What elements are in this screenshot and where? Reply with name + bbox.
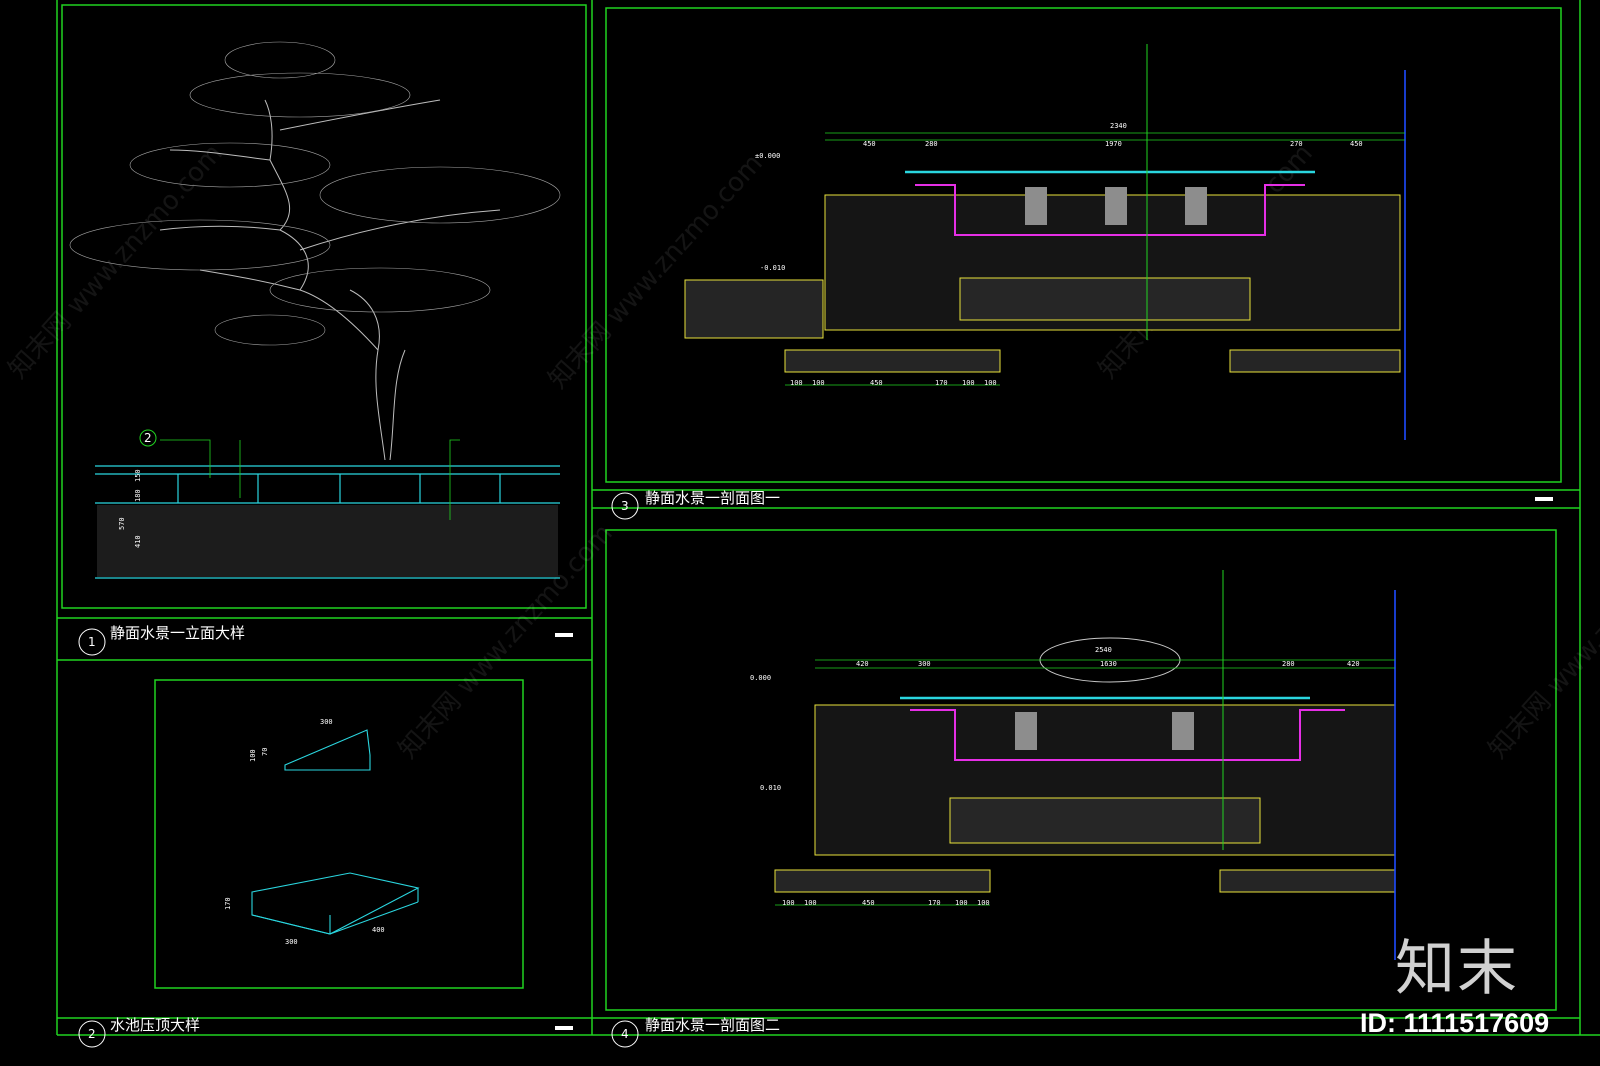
section-two: 2540 420 300 1630 280 420 0.000 0.010 10… [750, 570, 1396, 960]
watermark-text: 知末网 www.znzmo.com [1483, 518, 1600, 764]
scale-bar [1535, 497, 1553, 501]
coping-detail [251, 729, 420, 935]
section-two-top-dims: 420 300 1630 280 420 [856, 660, 1360, 668]
dim-label: 100 [962, 379, 975, 387]
dim-label: 180 [134, 489, 142, 502]
elevation-dimensions: 150 180 570 410 [118, 469, 142, 548]
dim-label: 1630 [1100, 660, 1117, 668]
footing-left [784, 349, 1001, 373]
image-id-label: ID: 1111517609 [1360, 1008, 1550, 1038]
gravel-base-left [684, 279, 824, 339]
dim-label: 450 [863, 140, 876, 148]
scale-bar [555, 1026, 573, 1030]
dim-label: 100 [977, 899, 990, 907]
dim-label: 100 [782, 899, 795, 907]
elevation-leaders [160, 439, 460, 520]
overall-dim: 2540 [1095, 646, 1112, 654]
dim-label: 100 [955, 899, 968, 907]
dim-label: 100 [804, 899, 817, 907]
sheet-frame [56, 0, 1600, 1036]
dim-label: 100 [790, 379, 803, 387]
hatched-base [959, 277, 1251, 321]
section-one-top-dims: 450 280 1970 270 450 [863, 140, 1363, 148]
dim-label: 100 [984, 379, 997, 387]
panel-number: 4 [621, 1027, 629, 1041]
concrete-hatch [97, 505, 558, 577]
elevation-drawing: 2 150 180 570 410 [69, 41, 561, 579]
dim-label: 170 [928, 899, 941, 907]
dim-label: 270 [1290, 140, 1303, 148]
footing-right [1219, 869, 1396, 893]
dim-label: 1970 [1105, 140, 1122, 148]
dim-label: 280 [1282, 660, 1295, 668]
dim-label: 570 [118, 517, 126, 530]
dim-label: 450 [1350, 140, 1363, 148]
dim-label: 300 [918, 660, 931, 668]
section-two-bottom-dims: 100 100 450 170 100 100 [782, 899, 990, 907]
dim-label: 410 [134, 535, 142, 548]
dim-label: 420 [1347, 660, 1360, 668]
pool-elevation [95, 465, 560, 579]
coping-dimensions: 300 100 70 170 300 400 [224, 718, 385, 946]
panel-number: 1 [88, 635, 96, 649]
panel-title: 静面水景一剖面图一 [645, 489, 780, 507]
lamp-fixtures [1025, 187, 1207, 225]
dim-label: 170 [935, 379, 948, 387]
panel-number: 3 [621, 499, 629, 513]
panel-title-2: 2 水池压顶大样 [78, 1016, 573, 1048]
panel-title: 静面水景一立面大样 [110, 624, 245, 642]
section-one-bottom-dims: 100 100 450 170 100 100 [790, 379, 997, 387]
panel-title: 水池压顶大样 [110, 1016, 200, 1034]
scale-bar [555, 633, 573, 637]
dim-label: 150 [134, 469, 142, 482]
level-top: 0.000 [750, 674, 771, 682]
detail-marker [139, 429, 157, 447]
dim-label: 450 [862, 899, 875, 907]
section-one: 2340 450 280 1970 270 450 ±0.000 -0.010 … [684, 44, 1406, 440]
detail-marker-number: 2 [144, 431, 152, 445]
dim-label: 280 [925, 140, 938, 148]
footing-left [774, 869, 991, 893]
lamp-fixtures [1015, 712, 1194, 750]
overall-dim: 2340 [1110, 122, 1127, 130]
dim-label: 70 [261, 748, 269, 756]
level-bottom: 0.010 [760, 784, 781, 792]
dim-label: 300 [320, 718, 333, 726]
dim-label: 300 [285, 938, 298, 946]
dim-label: 170 [224, 897, 232, 910]
panel-title: 静面水景一剖面图二 [645, 1016, 780, 1034]
pool-liner [910, 709, 1345, 761]
pool-liner [915, 184, 1305, 236]
dim-label: 100 [812, 379, 825, 387]
level-top: ±0.000 [755, 152, 780, 160]
level-bottom: -0.010 [760, 264, 785, 272]
dim-label: 450 [870, 379, 883, 387]
dimension-lines [785, 132, 1405, 386]
pine-foliage-clusters [69, 41, 561, 346]
watermark-text: 知末网 www.znzmo.com [543, 148, 769, 394]
hatched-base [949, 797, 1261, 844]
dimension-lines [775, 659, 1395, 906]
panel-title-1: 1 静面水景一立面大样 [78, 624, 573, 656]
brand-logo: 知末 [1395, 934, 1519, 1004]
panel-title-4: 4 静面水景一剖面图二 [611, 1016, 780, 1048]
dim-label: 400 [372, 926, 385, 934]
dim-label: 100 [249, 749, 257, 762]
watermark-text: 知末网 www.znzmo.com [3, 138, 229, 384]
pine-tree-illustration [159, 99, 501, 461]
panel-number: 2 [88, 1027, 96, 1041]
panel-title-3: 3 静面水景一剖面图一 [611, 489, 1553, 520]
footing-right [1229, 349, 1401, 373]
dim-label: 420 [856, 660, 869, 668]
